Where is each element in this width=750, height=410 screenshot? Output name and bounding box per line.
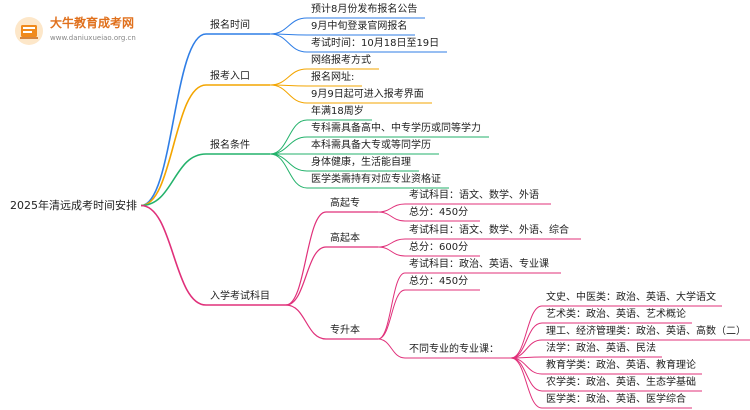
sub-zhuanshengben: 专升本 — [330, 325, 360, 336]
leaf-connector-2-3 — [269, 153, 308, 172]
leaf-major-science-econ: 理工、经济管理类：政治、英语、高数（二） — [546, 326, 746, 337]
major-connector-5 — [510, 357, 543, 392]
leaf-gqz-subjects: 考试科目：语文、数学、外语 — [409, 190, 539, 201]
major-connector-2 — [510, 339, 543, 359]
branch-exam-subjects: 入学考试科目 — [210, 291, 270, 302]
site-logo: 大牛教育成考网 www.daniuxueiao.org.cn — [14, 14, 214, 50]
leaf-major-medicine: 医学类：政治、英语、医学综合 — [546, 394, 686, 405]
leaf-connector-2-1 — [269, 136, 308, 155]
sub-connector-0 — [285, 211, 327, 306]
leaf-health: 身体健康，生活能自理 — [311, 157, 411, 168]
leaf-age: 年满18周岁 — [311, 106, 364, 117]
leaf-major-literature-tcm: 文史、中医类：政治、英语、大学语文 — [546, 292, 716, 303]
leaf-zsb-total: 总分：450分 — [409, 276, 469, 287]
leaf-gqb-total: 总分：600分 — [409, 242, 469, 253]
branch-requirements: 报名条件 — [210, 140, 250, 151]
sub-gaoqizhuan: 高起专 — [330, 198, 360, 209]
root-topic: 2025年清远成考时间安排 — [10, 199, 137, 212]
book-logo-icon — [15, 17, 43, 45]
major-connector-1 — [510, 322, 543, 359]
leaf-gqb-subjects: 考试科目：语文、数学、外语、综合 — [409, 225, 569, 236]
root-branch-connector-0 — [140, 33, 207, 207]
root-branch-connector-3 — [140, 204, 207, 306]
leaf-gqz-total: 总分：450分 — [409, 207, 469, 218]
leaf-connector-2-0 — [269, 119, 308, 155]
sub-major-courses: 不同专业的专业课： — [409, 344, 499, 355]
major-connector-0 — [510, 305, 543, 359]
leaf-medical-cert: 医学类需持有对应专业资格证 — [311, 174, 441, 185]
leaf-major-agriculture: 农学类：政治、英语、生态学基础 — [546, 377, 696, 388]
leaf-major-education: 教育学类：政治、英语、教育理论 — [546, 360, 696, 371]
leaf-online-method: 网络报考方式 — [311, 55, 371, 66]
leaf-major-law: 法学：政治、英语、民法 — [546, 343, 656, 354]
sub-connector-2 — [285, 304, 327, 340]
root-branch-connector-1 — [140, 84, 207, 207]
leaf-major-art: 艺术类：政治、英语、艺术概论 — [546, 309, 686, 320]
leaf-connector-1-2 — [269, 84, 308, 104]
leaf-announcement: 预计8月份发布报名公告 — [311, 4, 418, 15]
leaf-registration-url: 报名网址: — [311, 72, 355, 83]
sub-leaf-connector-2-1 — [377, 289, 406, 340]
leaf-bachelor-req: 本科需具备大专或等同学历 — [311, 140, 431, 151]
leaf-connector-0-0 — [269, 17, 308, 35]
leaf-connector-1-0 — [269, 68, 308, 86]
leaf-entry-date: 9月9日起可进入报考界面 — [311, 89, 424, 100]
leaf-connector-2-4 — [269, 153, 308, 189]
sub-leaf-connector-1-0 — [377, 238, 406, 248]
sub-leaf-connector-0-1 — [377, 211, 406, 222]
logo-url: www.daniuxueiao.org.cn — [50, 34, 136, 42]
sub-connector-1 — [285, 246, 327, 306]
leaf-junior-college-req: 专科需具备高中、中专学历或同等学力 — [311, 123, 481, 134]
root-branch-connector-2 — [140, 153, 207, 207]
major-connector-6 — [510, 357, 543, 409]
branch-registration-time: 报名时间 — [210, 20, 250, 31]
sub-leaf-connector-0-0 — [377, 203, 406, 213]
logo-title: 大牛教育成考网 — [50, 16, 135, 30]
branch-registration-entry: 报考入口 — [210, 71, 250, 82]
sub-gaoqiben: 高起本 — [330, 233, 360, 244]
sub-leaf-connector-2-2 — [377, 338, 406, 359]
leaf-zsb-subjects: 考试科目：政治、英语、专业课 — [409, 259, 549, 270]
leaf-exam-time: 考试时间：10月18日至19日 — [311, 38, 440, 49]
sub-leaf-connector-2-0 — [377, 272, 406, 340]
leaf-connector-0-2 — [269, 33, 308, 53]
leaf-online-registration: 9月中旬登录官网报名 — [311, 21, 408, 32]
sub-leaf-connector-1-1 — [377, 246, 406, 257]
